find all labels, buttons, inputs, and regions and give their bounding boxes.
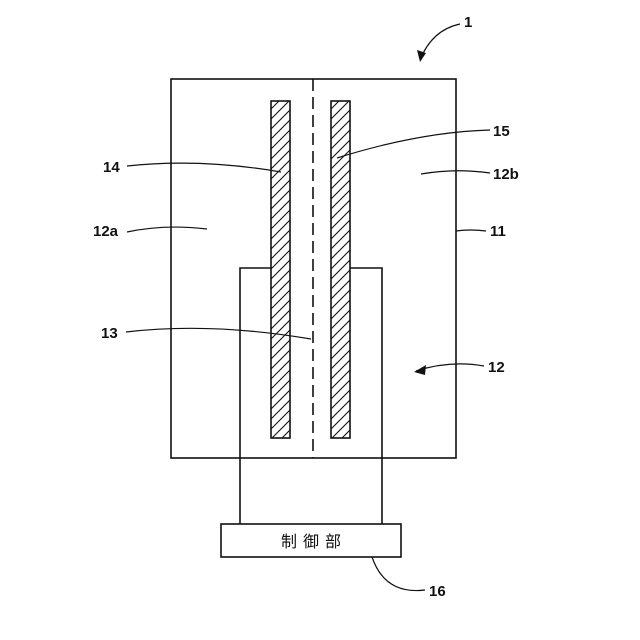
leader-controller bbox=[372, 557, 425, 591]
label-controller: 16 bbox=[429, 583, 446, 600]
electrode-right bbox=[331, 101, 350, 438]
label-electrode-right: 15 bbox=[493, 123, 510, 140]
label-electrode-left: 14 bbox=[103, 159, 120, 176]
chamber-outline bbox=[240, 268, 382, 524]
leader-electrode-left bbox=[127, 163, 281, 172]
leader-electrode-right bbox=[337, 130, 490, 158]
leader-chamber-left bbox=[127, 227, 207, 232]
label-chamber-left: 12a bbox=[93, 223, 119, 240]
controller-text: 制御部 bbox=[281, 532, 347, 551]
leader-housing bbox=[456, 230, 486, 231]
leader-chamber bbox=[416, 364, 484, 371]
label-chamber-right: 12b bbox=[493, 166, 519, 183]
leader-device-arrowhead bbox=[417, 50, 426, 62]
label-device: 1 bbox=[464, 14, 472, 31]
electrode-left bbox=[271, 101, 290, 438]
label-partition: 13 bbox=[101, 325, 118, 342]
label-housing: 11 bbox=[490, 223, 506, 240]
leader-device bbox=[420, 24, 460, 60]
label-chamber: 12 bbox=[488, 359, 505, 376]
leader-chamber-arrowhead bbox=[414, 365, 426, 375]
